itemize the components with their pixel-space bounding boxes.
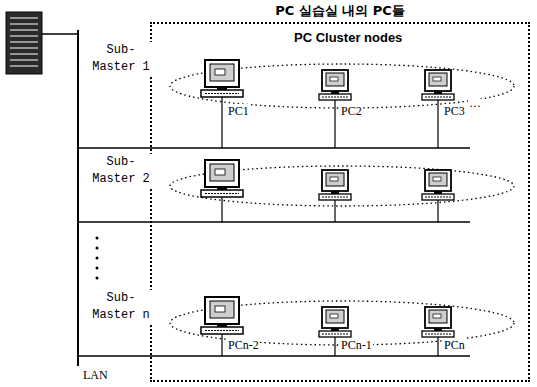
- submaster-label: Sub-Master 2: [88, 154, 154, 188]
- pc-label: PC1: [227, 104, 250, 119]
- server-link: [42, 33, 78, 35]
- pc-label: PCn: [443, 338, 466, 353]
- pc-label: PCn-2: [227, 338, 260, 353]
- region-heading: PC Cluster nodes: [292, 30, 404, 45]
- cluster-region: PC Cluster nodes: [150, 22, 530, 382]
- continuation-mark: ···: [468, 99, 482, 114]
- row-bus: [78, 148, 470, 356]
- submaster-label: Sub-Master 1: [88, 42, 154, 76]
- pc-drop: [222, 97, 438, 356]
- network-label: LAN: [82, 368, 109, 383]
- lan-line: [77, 30, 79, 366]
- pc-icon: [201, 60, 454, 337]
- pc-label: PCn-1: [340, 338, 373, 353]
- continuation-dots: [96, 237, 99, 280]
- diagram-title: PC 실습실 내의 PC들: [150, 2, 530, 20]
- group-ellipse: [170, 64, 514, 345]
- submaster-label: Sub-Master n: [88, 290, 154, 324]
- pc-label: PC3: [443, 104, 466, 119]
- server-icon: [6, 12, 42, 74]
- pc-label: PC2: [340, 104, 363, 119]
